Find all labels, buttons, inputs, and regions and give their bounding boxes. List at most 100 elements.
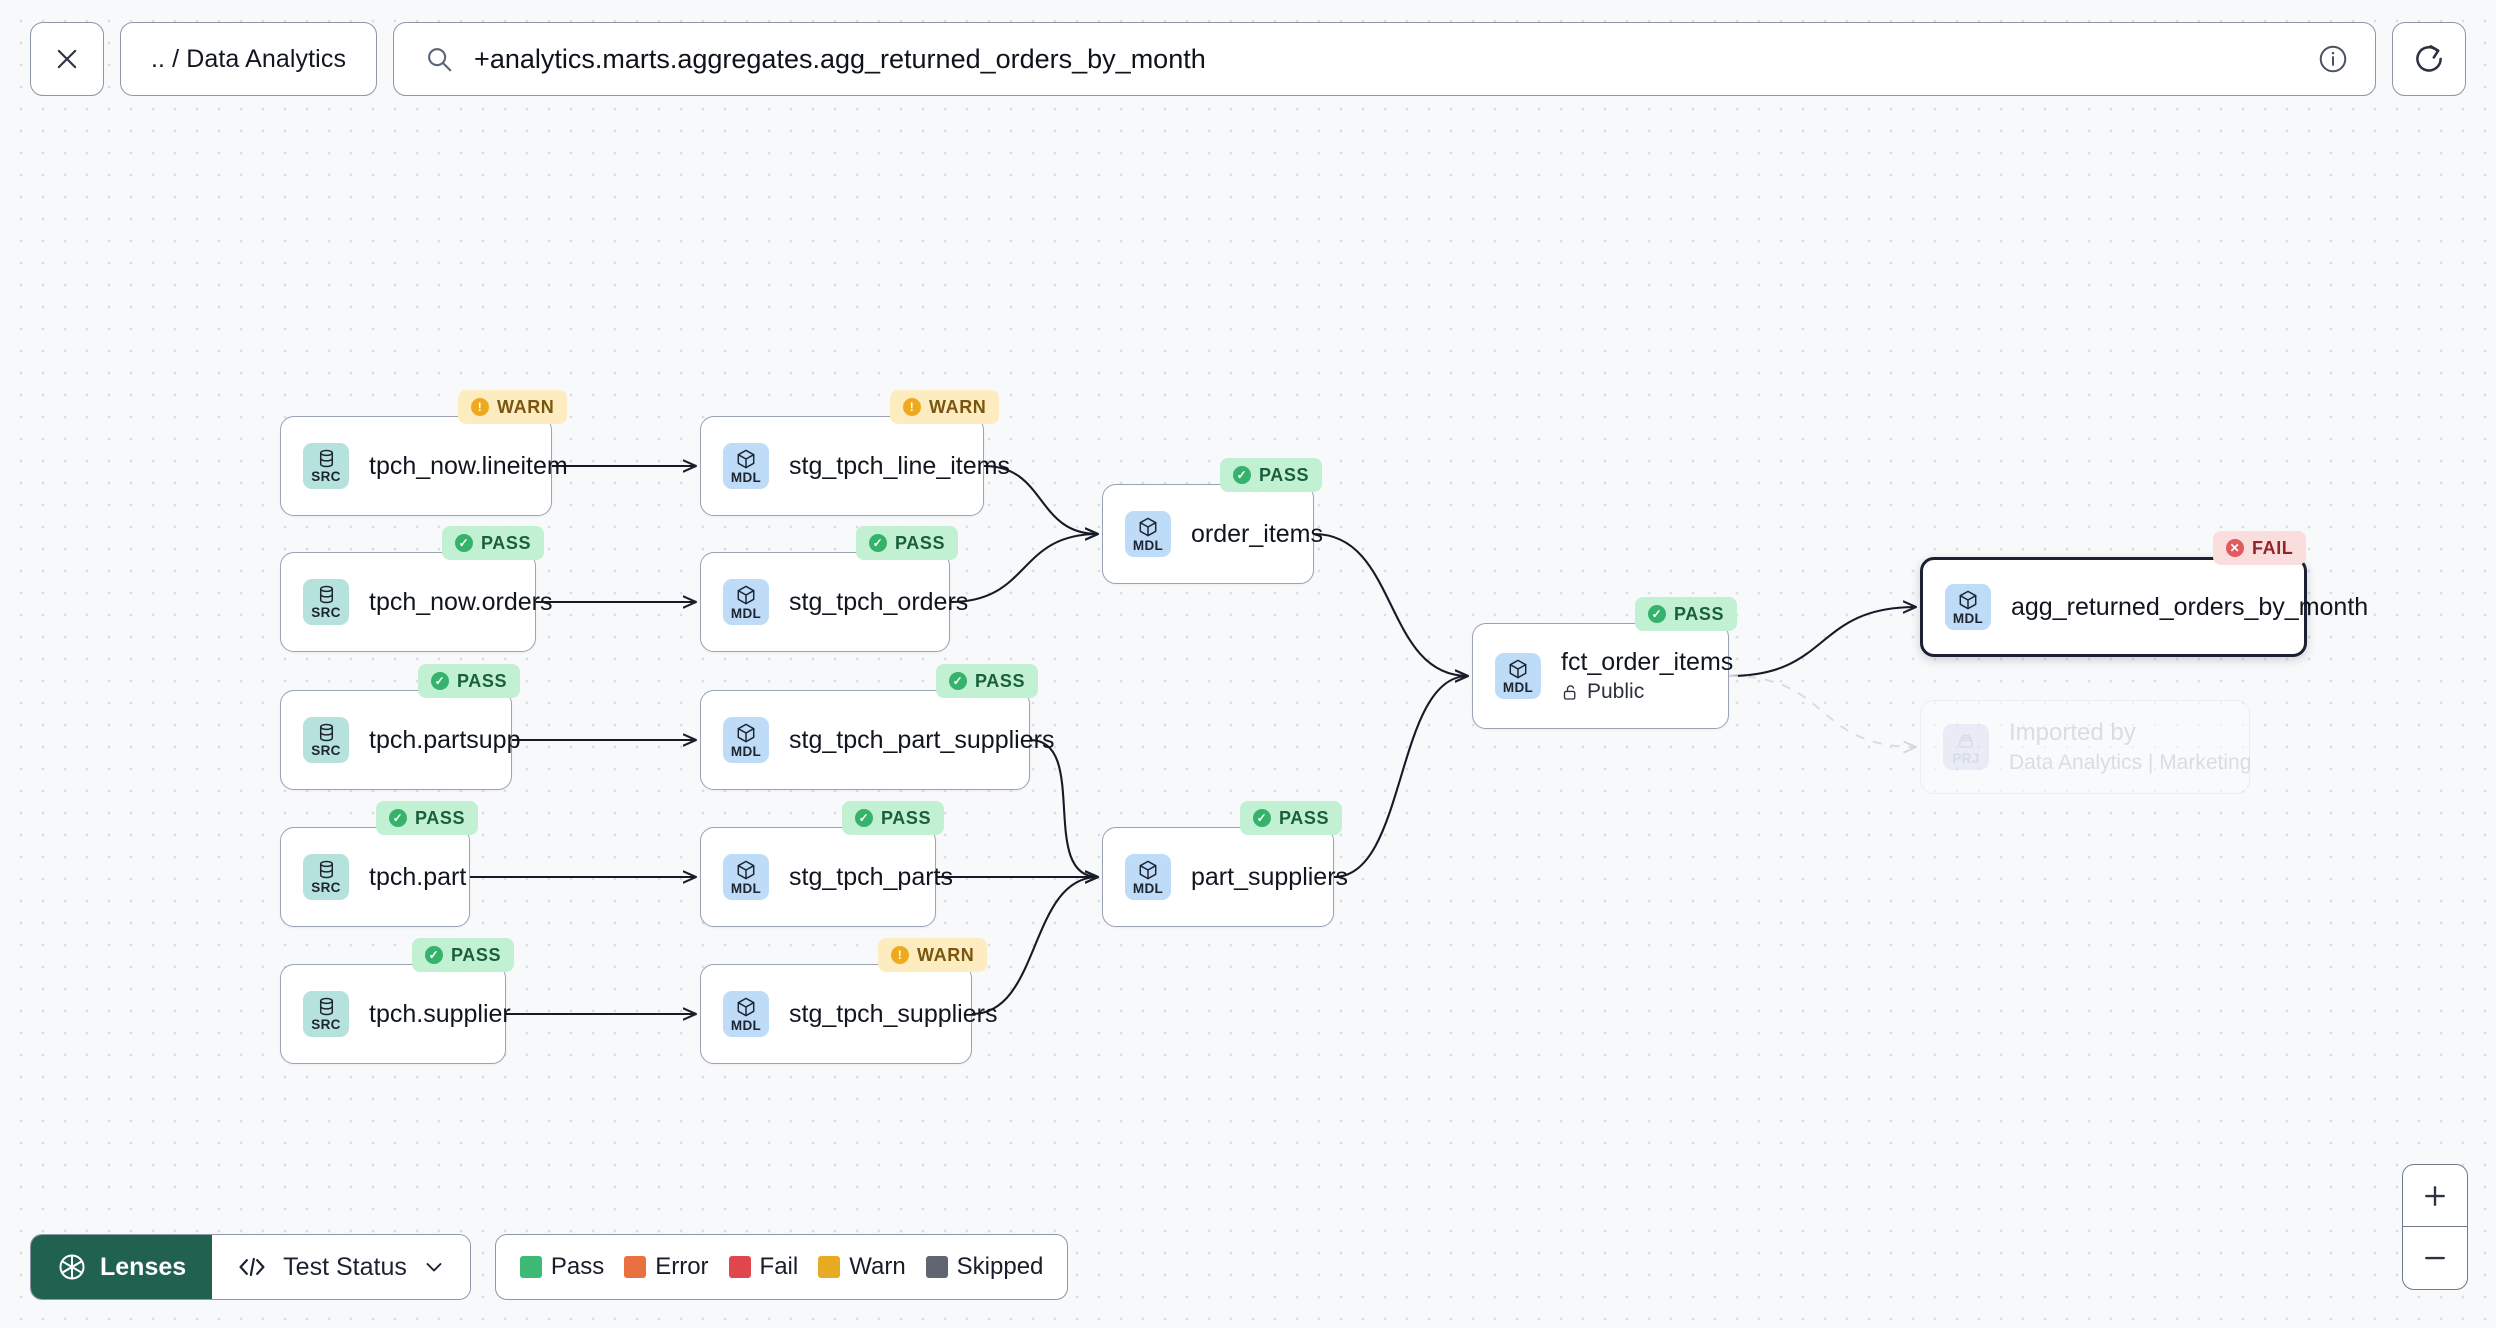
node-text: fct_order_items Public bbox=[1561, 648, 1733, 705]
close-icon bbox=[57, 49, 77, 69]
graph-node-stg_tpch_line_items[interactable]: MDL stg_tpch_line_items bbox=[700, 416, 1010, 516]
legend-label: Warn bbox=[849, 1253, 906, 1280]
status-badge-stg_tpch_line_items[interactable]: !WARN bbox=[890, 390, 1000, 424]
node-kind-badge: SRC bbox=[303, 991, 349, 1037]
legend-item-skipped[interactable]: Skipped bbox=[925, 1253, 1044, 1281]
graph-node-tpch_part[interactable]: SRC tpch.part bbox=[280, 827, 470, 927]
search-input[interactable]: +analytics.marts.aggregates.agg_returned… bbox=[393, 22, 2376, 96]
status-badge-label: PASS bbox=[1279, 807, 1330, 828]
status-badge-agg_returned_orders_by_month[interactable]: ✕FAIL bbox=[2213, 531, 2307, 565]
close-button[interactable] bbox=[30, 22, 104, 96]
status-badge-label: PASS bbox=[1674, 603, 1725, 624]
status-badge-tpch_partsupp[interactable]: ✓ PASS bbox=[418, 664, 521, 698]
node-text: stg_tpch_part_suppliers bbox=[789, 725, 1055, 755]
graph-node-part_suppliers[interactable]: MDL part_suppliers bbox=[1102, 827, 1348, 927]
legend-swatch bbox=[624, 1256, 647, 1278]
edge-stg_tpch_part_suppliers-to-part_suppliers bbox=[1029, 738, 1098, 877]
edge-order_items-to-fct_order_items bbox=[1313, 532, 1468, 676]
node-text: stg_tpch_orders bbox=[789, 587, 969, 617]
status-badge-label: PASS bbox=[481, 532, 532, 553]
status-badge-stg_tpch_suppliers[interactable]: !WARN bbox=[878, 938, 988, 972]
test-status-dropdown[interactable]: Test Status bbox=[212, 1235, 470, 1299]
legend-label: Skipped bbox=[956, 1253, 1044, 1280]
legend-item-fail[interactable]: Fail bbox=[728, 1253, 798, 1281]
status-badge-tpch_now_orders[interactable]: ✓ PASS bbox=[442, 526, 545, 560]
warn-status-icon: ! bbox=[471, 398, 489, 416]
status-badge-label: PASS bbox=[895, 532, 946, 553]
node-title: stg_tpch_parts bbox=[789, 862, 953, 891]
node-title: tpch_now.orders bbox=[369, 587, 553, 616]
lenses-button[interactable]: Lenses bbox=[31, 1235, 213, 1299]
plus-icon bbox=[2425, 1185, 2445, 1206]
legend-item-error[interactable]: Error bbox=[624, 1253, 709, 1281]
info-icon[interactable] bbox=[2317, 43, 2349, 75]
zoom-out-button[interactable] bbox=[2403, 1227, 2467, 1289]
unlock-icon bbox=[1563, 685, 1576, 700]
node-title: order_items bbox=[1191, 519, 1323, 548]
node-kind-badge: PRJ bbox=[1943, 724, 1989, 770]
pass-status-icon: ✓ bbox=[949, 672, 967, 690]
status-badge-order_items[interactable]: ✓PASS bbox=[1220, 458, 1323, 492]
pass-status-icon: ✓ bbox=[431, 672, 449, 690]
refresh-icon bbox=[2416, 45, 2442, 72]
graph-node-stg_tpch_orders[interactable]: MDL stg_tpch_orders bbox=[700, 552, 969, 652]
top-toolbar: .. / Data Analytics +analytics.marts.agg… bbox=[0, 0, 2496, 118]
graph-node-stg_tpch_suppliers[interactable]: MDL stg_tpch_suppliers bbox=[700, 964, 997, 1064]
graph-node-stg_tpch_part_suppliers[interactable]: MDL stg_tpch_part_suppliers bbox=[700, 690, 1055, 790]
node-title: stg_tpch_part_suppliers bbox=[789, 725, 1055, 754]
pass-status-icon: ✓ bbox=[455, 534, 473, 552]
pass-status-icon: ✓ bbox=[425, 946, 443, 964]
refresh-button[interactable] bbox=[2392, 22, 2466, 96]
node-title: agg_returned_orders_by_month bbox=[2011, 592, 2369, 621]
edge-fct_order_items-to-imported_by_project bbox=[1728, 675, 1916, 747]
cube-icon bbox=[1959, 590, 1977, 610]
status-badge-stg_tpch_orders[interactable]: ✓PASS bbox=[856, 526, 959, 560]
status-badge-tpch_supplier[interactable]: ✓PASS bbox=[412, 938, 515, 972]
status-legend: Pass Error Fail Warn Skipped bbox=[494, 1234, 1069, 1300]
aperture-icon bbox=[59, 1254, 85, 1280]
node-title: stg_tpch_orders bbox=[789, 587, 969, 616]
status-badge-label: PASS bbox=[457, 670, 508, 691]
graph-node-imported_by_project[interactable]: PRJ Imported by Data Analytics | Marketi… bbox=[1920, 700, 2251, 794]
status-badge-part_suppliers[interactable]: ✓ PASS bbox=[1240, 801, 1343, 835]
graph-node-tpch_supplier[interactable]: SRC tpch.supplier bbox=[280, 964, 511, 1064]
legend-item-warn[interactable]: Warn bbox=[818, 1253, 906, 1281]
graph-node-tpch_partsupp[interactable]: SRC tpch.partsupp bbox=[280, 690, 521, 790]
edge-stg_tpch_suppliers-to-part_suppliers bbox=[971, 877, 1098, 1016]
node-text: stg_tpch_line_items bbox=[789, 452, 1010, 481]
breadcrumb[interactable]: .. / Data Analytics bbox=[120, 22, 378, 96]
status-badge-stg_tpch_part_suppliers[interactable]: ✓PASS bbox=[936, 664, 1039, 698]
node-text: stg_tpch_parts bbox=[789, 862, 953, 892]
status-badge-label: PASS bbox=[881, 807, 932, 828]
fail-status-icon: ✕ bbox=[2226, 539, 2244, 557]
legend-swatch bbox=[818, 1256, 841, 1278]
pass-status-icon: ✓ bbox=[1253, 809, 1271, 827]
status-badge-tpch_part[interactable]: ✓PASS bbox=[376, 801, 479, 835]
status-badge-stg_tpch_parts[interactable]: ✓PASS bbox=[842, 801, 945, 835]
graph-node-order_items[interactable]: MDL order_items bbox=[1102, 484, 1323, 584]
database-icon bbox=[319, 860, 333, 879]
graph-node-stg_tpch_parts[interactable]: MDL stg_tpch_parts bbox=[700, 827, 953, 927]
node-kind-badge: MDL bbox=[723, 443, 769, 489]
status-badge-fct_order_items[interactable]: ✓ PASS bbox=[1635, 597, 1738, 631]
database-icon bbox=[319, 449, 333, 468]
graph-node-agg_returned_orders_by_month[interactable]: MDL agg_returned_orders_by_month bbox=[1920, 557, 2369, 657]
legend-item-pass[interactable]: Pass bbox=[519, 1253, 604, 1281]
cube-icon bbox=[737, 449, 755, 469]
zoom-in-button[interactable] bbox=[2403, 1165, 2467, 1227]
pass-status-icon: ✓ bbox=[1648, 605, 1666, 623]
graph-node-tpch_now_orders[interactable]: SRC tpch_now.orders bbox=[280, 552, 553, 652]
zoom-controls bbox=[2402, 1164, 2468, 1290]
node-title: tpch.partsupp bbox=[369, 725, 521, 754]
graph-node-fct_order_items[interactable]: MDL fct_order_items Public bbox=[1472, 623, 1733, 729]
pass-status-icon: ✓ bbox=[389, 809, 407, 827]
graph-node-tpch_now_lineitem[interactable]: SRC tpch_now.lineitem bbox=[280, 416, 568, 516]
node-text: stg_tpch_suppliers bbox=[789, 1000, 997, 1029]
warn-status-icon: ! bbox=[891, 946, 909, 964]
node-kind-badge: MDL bbox=[723, 717, 769, 763]
node-kind-badge: MDL bbox=[1125, 854, 1171, 900]
status-badge-tpch_now_lineitem[interactable]: !WARN bbox=[458, 390, 568, 424]
search-value: +analytics.marts.aggregates.agg_returned… bbox=[474, 43, 1206, 74]
